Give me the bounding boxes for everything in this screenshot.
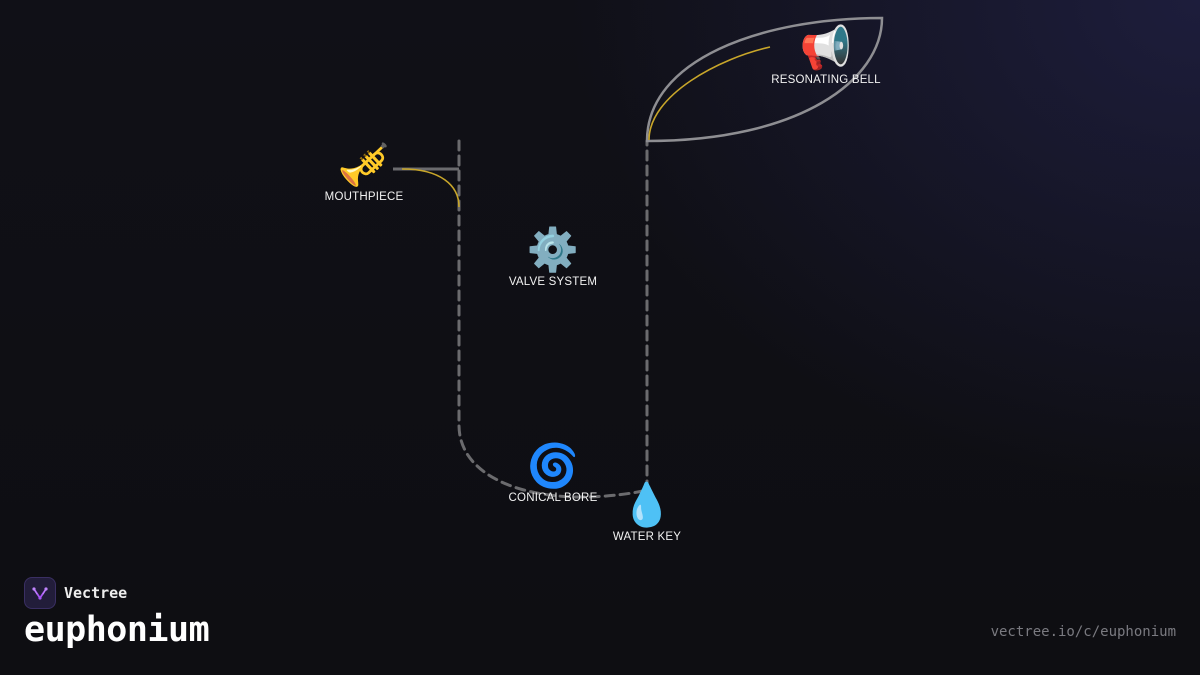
node-label-mouthpiece: MOUTHPIECE [324,191,404,203]
node-valve-system[interactable]: ⚙️ VALVE SYSTEM [508,225,598,289]
gear-icon: ⚙️ [526,225,580,274]
highlight-bell-inner [648,46,771,141]
node-conical-bore[interactable]: 🌀 CONICAL BORE [508,441,598,505]
cyclone-icon: 🌀 [526,441,580,490]
node-label-resonating-bell: RESONATING BELL [771,74,881,86]
brand: Vectree [24,577,127,609]
node-mouthpiece[interactable]: 🎺 MOUTHPIECE [324,140,404,204]
node-label-conical-bore: CONICAL BORE [508,492,598,504]
page-title: euphonium [24,610,210,650]
connector-main-tube [457,139,649,499]
node-label-water-key: WATER KEY [612,531,682,543]
megaphone-icon: 📢 [799,23,853,72]
source-url[interactable]: vectree.io/c/euphonium [990,624,1176,640]
vectree-logo-icon [32,587,48,600]
droplet-icon: 💧 [620,480,674,529]
node-label-valve-system: VALVE SYSTEM [508,276,598,288]
trumpet-icon: 🎺 [337,140,391,189]
brand-name: Vectree [64,584,128,602]
node-water-key[interactable]: 💧 WATER KEY [612,480,682,544]
bell-outline [645,16,884,143]
node-resonating-bell[interactable]: 📢 RESONATING BELL [771,23,881,87]
brand-logo-icon [24,577,56,609]
highlight-mouthpiece-bend [401,168,460,208]
